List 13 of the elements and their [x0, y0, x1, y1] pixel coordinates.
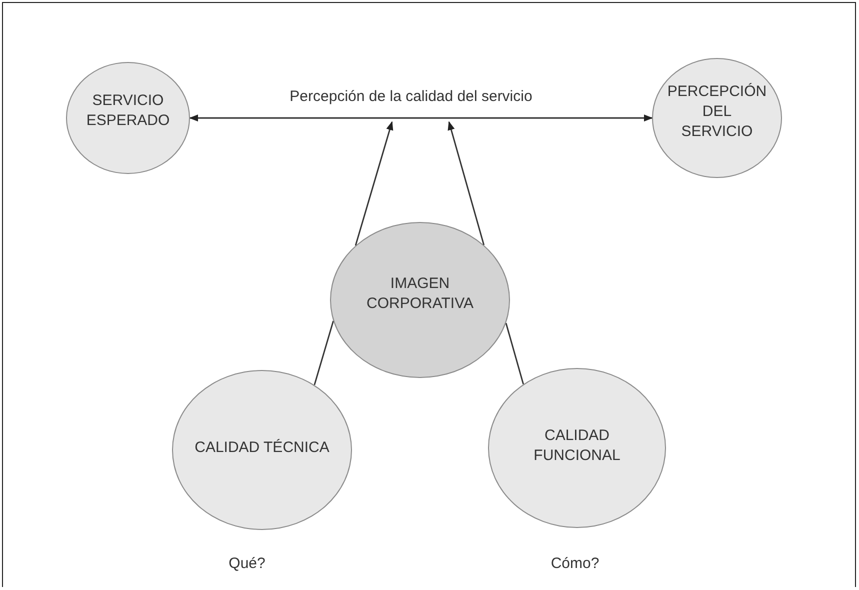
connector-line — [314, 320, 334, 386]
node-label: IMAGEN CORPORATIVA — [366, 274, 474, 314]
connector-line — [505, 322, 524, 384]
edge-label: Percepción de la calidad del servicio — [288, 88, 534, 105]
arrow — [354, 121, 394, 246]
side-note: Qué? — [228, 555, 266, 572]
node-label: SERVICIO ESPERADO — [85, 91, 171, 131]
side-note: Cómo? — [550, 555, 600, 572]
node-label: CALIDAD TÉCNICA — [194, 438, 330, 458]
node-label: CALIDAD FUNCIONAL — [532, 426, 622, 466]
arrow — [189, 114, 653, 122]
node-label: PERCEPCIÓN DEL SERVICIO — [666, 82, 768, 142]
arrow — [448, 121, 485, 246]
